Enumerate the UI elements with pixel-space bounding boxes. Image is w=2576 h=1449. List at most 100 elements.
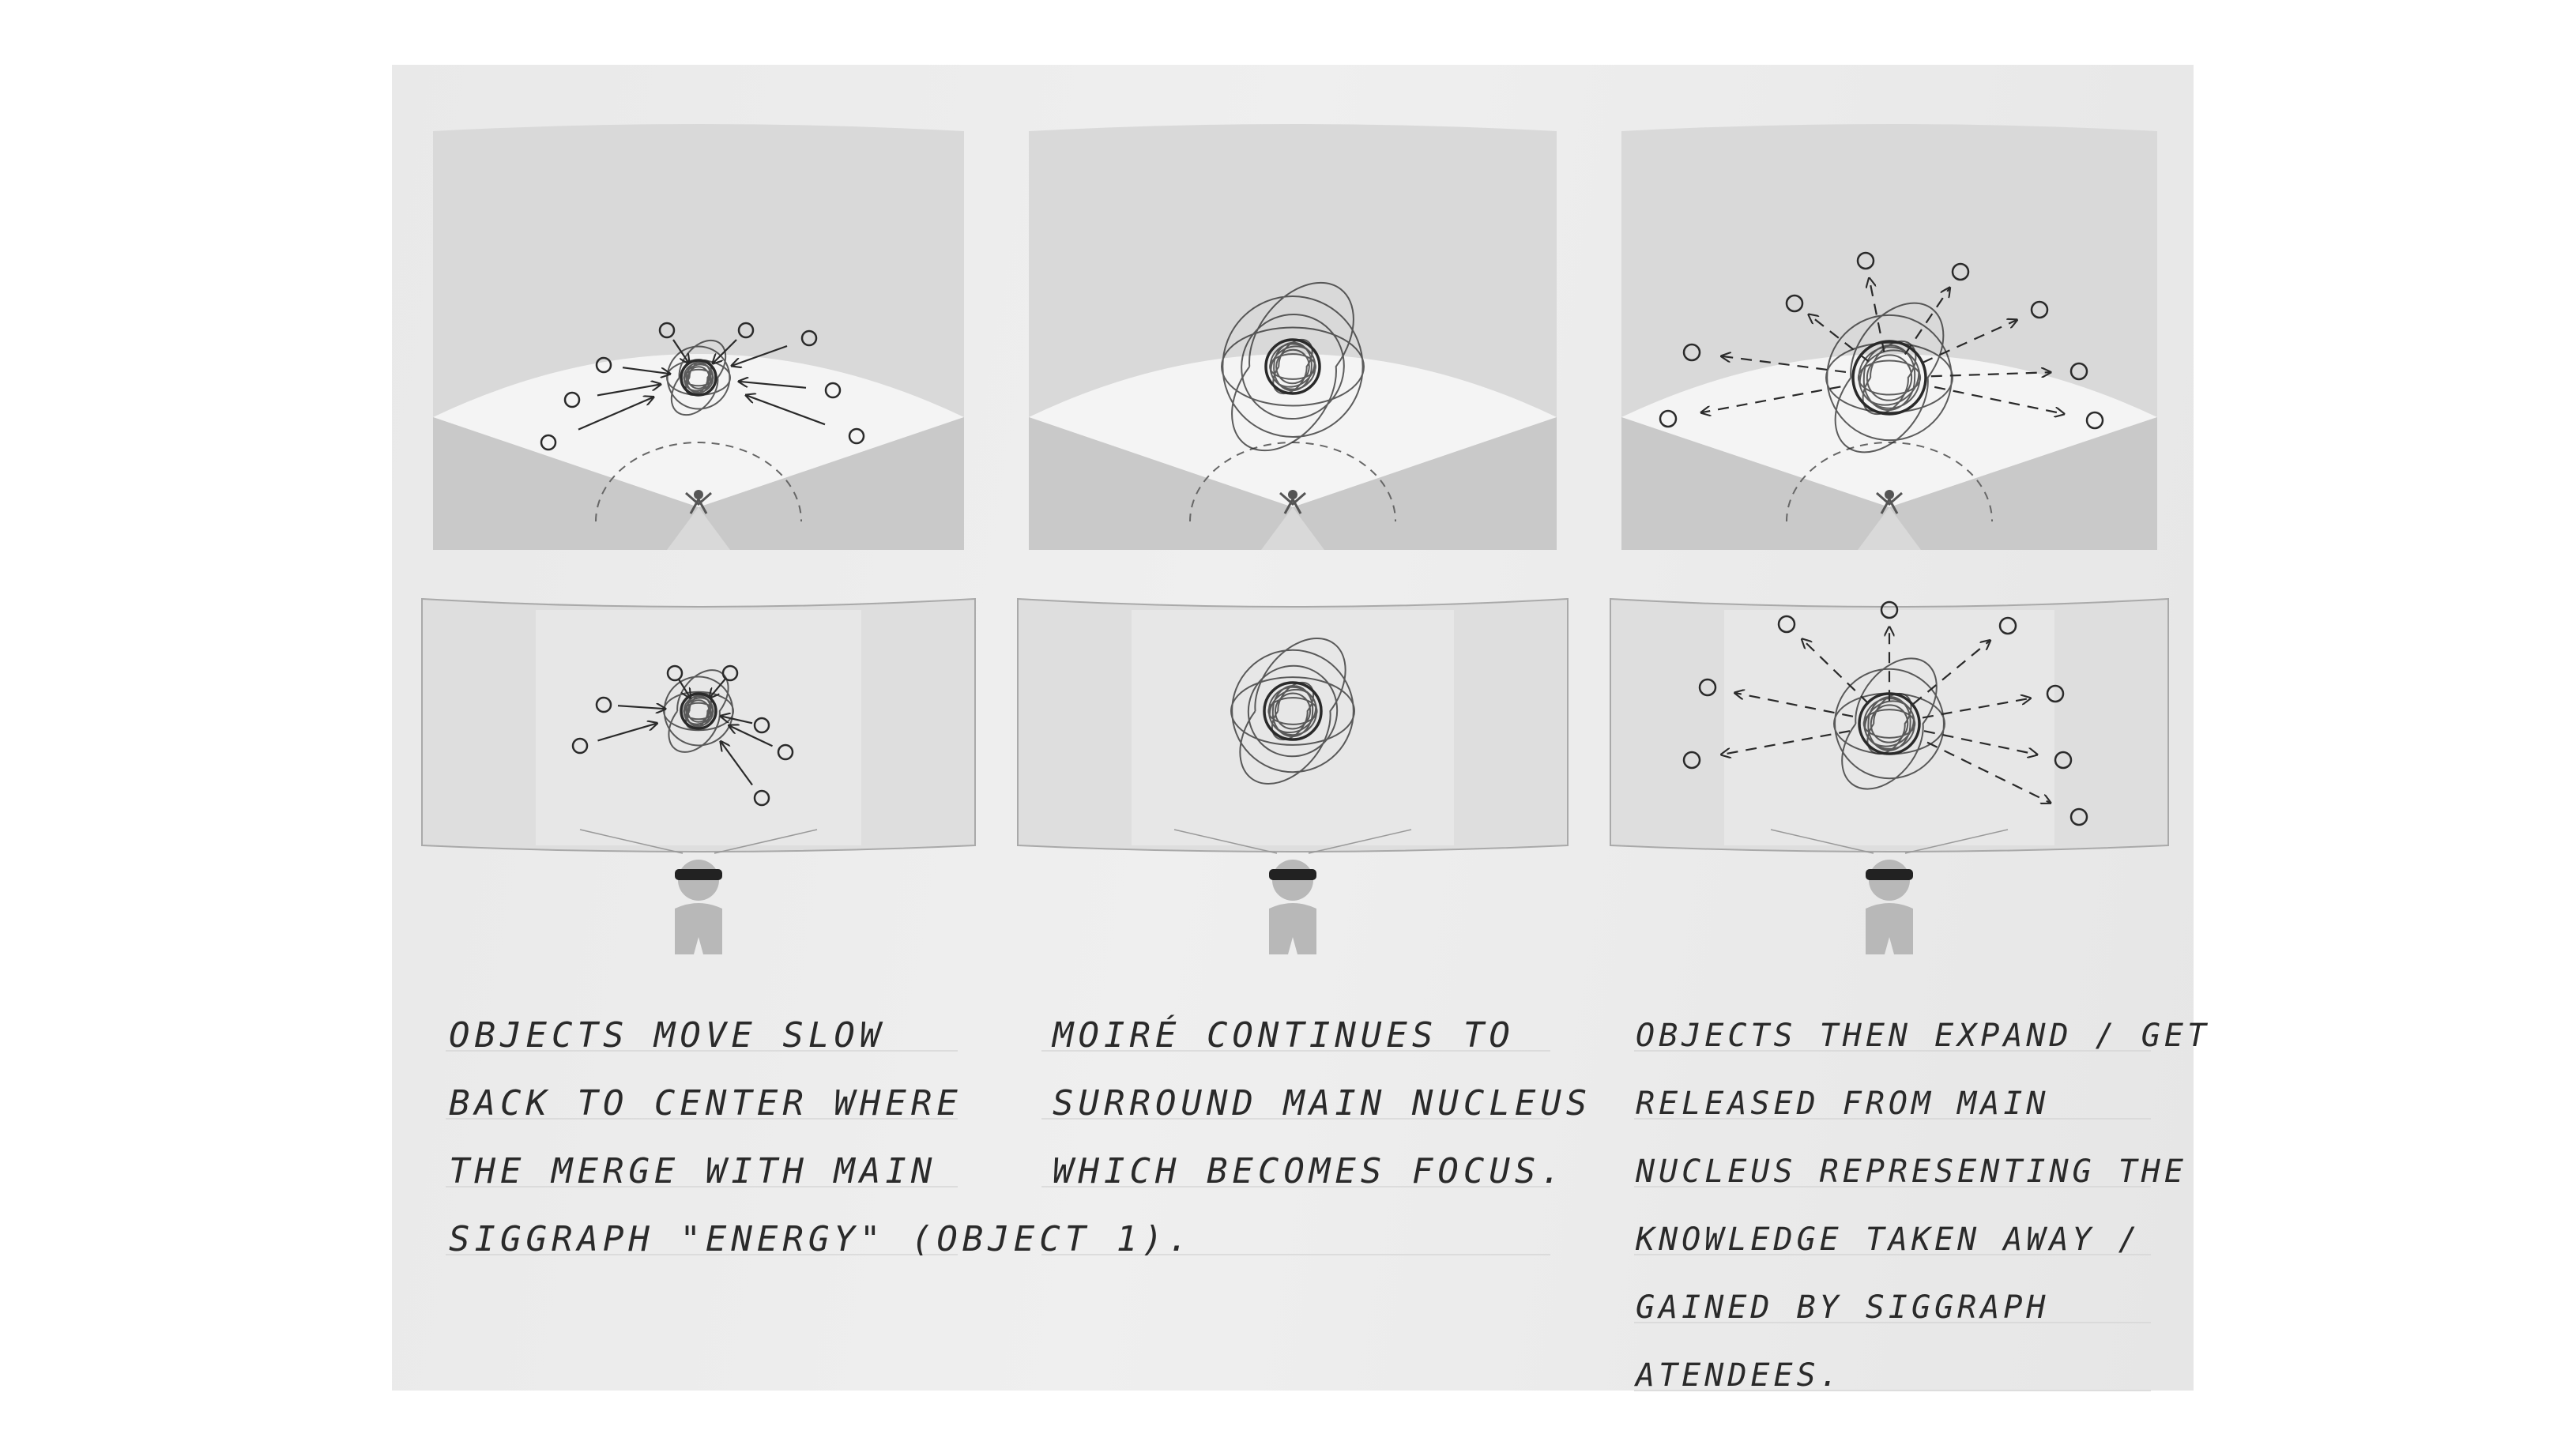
object-orb xyxy=(571,737,589,755)
moire-pattern xyxy=(1833,657,1946,790)
nucleus-scribble xyxy=(683,693,714,729)
nucleus-scribble xyxy=(1857,340,1922,416)
object-orb xyxy=(753,789,770,807)
caption-line: BACK TO CENTER WHERE xyxy=(449,1083,962,1123)
object-orb xyxy=(2069,362,2088,381)
storyboard-panel-2 xyxy=(1017,124,1569,1255)
caption-panel-1: OBJECTS MOVE SLOW BACK TO CENTER WHERE T… xyxy=(449,1002,1193,1274)
motion-arrow xyxy=(1735,693,1854,717)
storyboard-panel-1 xyxy=(421,124,976,1255)
motion-arrow xyxy=(1701,386,1841,412)
nucleus-scribble xyxy=(683,359,714,396)
object-orb xyxy=(1880,600,1899,619)
vr-headset xyxy=(1866,869,1913,880)
object-orb xyxy=(753,717,770,734)
nucleus-scribble xyxy=(1862,692,1916,755)
motion-arrow xyxy=(1930,372,2051,376)
screen-center-band xyxy=(1724,610,2054,845)
vr-headset xyxy=(675,869,722,880)
sight-lines xyxy=(1173,829,1412,854)
viewer-body xyxy=(685,491,712,514)
object-orb xyxy=(2030,300,2049,319)
view-fan xyxy=(433,354,964,507)
object-orb xyxy=(2046,684,2065,703)
object-orb xyxy=(721,664,739,682)
moire-pattern xyxy=(1221,281,1365,452)
object-orb xyxy=(2054,751,2073,770)
object-orb xyxy=(595,356,612,374)
caption-line: KNOWLEDGE TAKEN AWAY / xyxy=(1636,1221,2141,1258)
moire-pattern xyxy=(1230,637,1356,785)
caption-panel-2: MOIRÉ CONTINUES TO SURROUND MAIN NUCLEUS… xyxy=(1053,1002,1591,1206)
storyboard-panel-3 xyxy=(1610,124,2169,1391)
floor-right xyxy=(699,417,964,550)
nucleus-circle xyxy=(1264,338,1321,395)
object-orb xyxy=(737,322,755,339)
motion-arrow xyxy=(732,344,788,366)
range-arc xyxy=(1786,442,1993,522)
object-orb xyxy=(1785,294,1804,313)
view-fan xyxy=(1621,354,2157,507)
motion-arrow xyxy=(622,367,670,374)
floor-left xyxy=(1029,417,1293,550)
range-arc xyxy=(595,442,802,522)
object-orb xyxy=(666,664,684,682)
motion-arrow xyxy=(677,678,691,698)
motion-arrow xyxy=(1904,288,1950,356)
object-orb xyxy=(824,382,842,399)
motion-arrow xyxy=(710,678,726,698)
viewer-body xyxy=(1876,491,1903,514)
motion-arrow xyxy=(1722,356,1847,374)
caption-line: OBJECTS MOVE SLOW xyxy=(449,1015,886,1056)
floor-left xyxy=(433,417,699,550)
motion-arrow xyxy=(1870,278,1885,352)
object-orb xyxy=(563,391,581,408)
motion-arrow xyxy=(721,716,753,724)
figure-body xyxy=(675,903,722,954)
motion-arrow xyxy=(1926,741,2051,804)
object-orb xyxy=(2085,411,2104,430)
caption-line: GAINED BY SIGGRAPH xyxy=(1636,1289,2050,1326)
caption-line: SIGGRAPH "ENERGY" (OBJECT 1). xyxy=(449,1219,1194,1259)
motion-arrow xyxy=(729,725,773,747)
caption-line: MOIRÉ CONTINUES TO xyxy=(1053,1015,1515,1056)
screen-center-band xyxy=(1132,610,1454,845)
motion-arrow xyxy=(597,384,661,397)
object-orb xyxy=(777,743,794,761)
nucleus-scribble xyxy=(1267,681,1318,741)
sight-lines xyxy=(1770,829,2009,854)
object-orb xyxy=(1777,615,1796,634)
motion-arrow xyxy=(578,397,653,431)
figure-body xyxy=(1866,903,1913,954)
object-orb xyxy=(2069,807,2088,826)
view-fan xyxy=(1029,354,1557,507)
motion-arrow xyxy=(739,382,807,389)
nucleus-circle xyxy=(1263,681,1323,741)
floor-right xyxy=(1889,417,2157,550)
viewer-head xyxy=(694,490,703,499)
caption-line: SURROUND MAIN NUCLEUS xyxy=(1053,1083,1592,1123)
object-orb xyxy=(1998,616,2017,635)
object-orb xyxy=(800,329,818,347)
caption-line: WHICH BECOMES FOCUS. xyxy=(1053,1151,1566,1191)
caption-line: THE MERGE WITH MAIN xyxy=(449,1151,937,1191)
viewer-body xyxy=(1279,491,1306,514)
nucleus-circle xyxy=(1851,340,1927,416)
motion-arrow xyxy=(1802,639,1870,705)
object-orb xyxy=(1682,751,1701,770)
motion-arrow xyxy=(1809,314,1870,363)
motion-arrow xyxy=(1923,730,2037,755)
motion-arrow xyxy=(1934,386,2064,414)
object-orb xyxy=(1698,678,1717,697)
object-orb xyxy=(1659,409,1678,428)
moire-pattern xyxy=(1825,302,1954,454)
nucleus-circle xyxy=(680,692,717,730)
caption-line: ATENDEES. xyxy=(1636,1357,1843,1394)
figure-body xyxy=(1269,903,1316,954)
motion-arrow xyxy=(1912,641,1990,706)
viewer-head xyxy=(1885,490,1894,499)
caption-line: OBJECTS THEN EXPAND / GET xyxy=(1636,1018,2211,1054)
nucleus-scribble xyxy=(1269,338,1316,395)
motion-arrow xyxy=(746,395,826,426)
